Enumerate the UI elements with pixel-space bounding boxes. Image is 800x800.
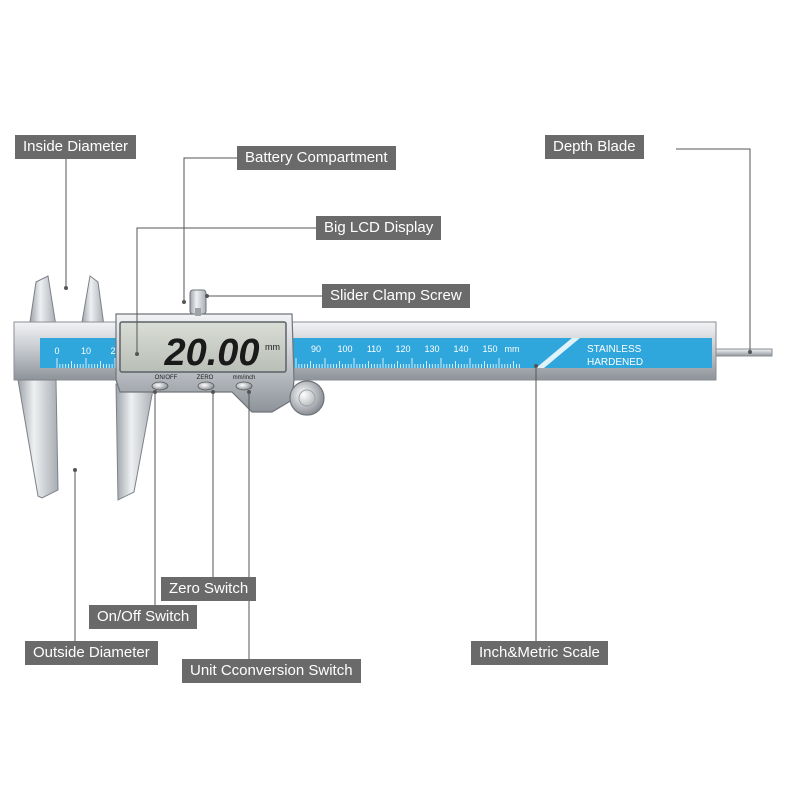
dot-outside [73,468,77,472]
scale-unit: mm [505,344,520,354]
dot-inside [64,286,68,290]
dot-clamp [205,294,209,298]
scale-label-100: 100 [337,344,352,354]
unit-button-label: mm/inch [233,375,256,381]
leader-lines [65,148,751,659]
callout-battery-compartment: Battery Compartment [237,146,396,170]
scale-ticks-left [56,358,119,368]
inside-jaw-sliding [81,275,105,327]
scale-label-90: 90 [311,344,321,354]
scale-label-0: 0 [54,346,59,356]
callout-outside-diameter: Outside Diameter [25,641,158,665]
clamp-screw-neck [195,308,201,316]
dot-depth [748,350,752,354]
leader-battery [183,157,237,300]
scale-label-10: 10 [81,346,91,356]
leader-dots [64,286,752,472]
scale-label-120: 120 [395,344,410,354]
callout-inch-metric-scale: Inch&Metric Scale [471,641,608,665]
depth-blade [715,348,773,357]
thumb-wheel[interactable] [289,380,325,416]
dot-onoff [153,390,157,394]
dot-lcd [135,352,139,356]
inside-jaw-fixed [29,275,57,327]
scale-label-140: 140 [453,344,468,354]
callout-big-lcd-display: Big LCD Display [316,216,442,240]
stamp-stainless: STAINLESS [587,344,642,355]
scale-label-130: 130 [424,344,439,354]
scale-ticks-right [295,358,520,368]
dot-unit [247,390,251,394]
thumb-wheel-center [298,389,316,407]
dot-scale [534,364,538,368]
zero-button-label: ZERO [197,375,214,381]
scale-label-110: 110 [367,344,381,354]
callout-on-off-switch: On/Off Switch [89,605,198,629]
stamp-hardened: HARDENED [587,357,643,368]
outside-jaw-fixed [17,379,59,499]
unit-button[interactable] [235,381,253,391]
onoff-button-label: ON/OFF [155,375,178,381]
beam-stripe [536,338,580,368]
outside-jaw-sliding [115,383,155,501]
dot-battery [182,300,186,304]
leader-depth [676,148,751,350]
callout-slider-clamp-screw: Slider Clamp Screw [322,284,470,308]
onoff-button[interactable] [151,381,169,391]
scale-strip-left [40,338,120,368]
dot-zero [211,390,215,394]
lcd-unit: mm [265,342,280,352]
scale-label-150: 150 [482,344,497,354]
callout-zero-switch: Zero Switch [161,577,257,601]
lcd-reading: 20.00 [163,332,259,374]
zero-button[interactable] [197,381,215,391]
scale-label-20: 2 [110,346,115,356]
callout-unit-conversion-switch: Unit Cconversion Switch [182,659,361,683]
scale-strip-right [292,338,712,368]
leader-lcd [136,227,316,352]
callout-inside-diameter: Inside Diameter [15,135,137,159]
lcd-screen [119,321,287,373]
callout-depth-blade: Depth Blade [545,135,644,159]
